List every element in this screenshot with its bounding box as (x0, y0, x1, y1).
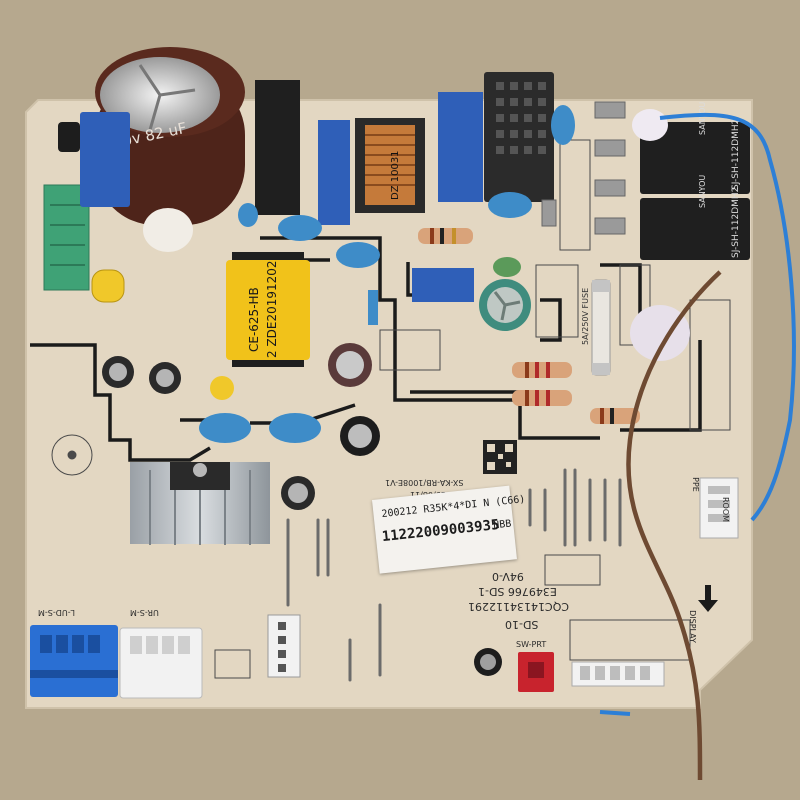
sticker-line1: 200212 R35K*4*DI N (C66) (381, 494, 526, 521)
relay-top-brand: SANYOU (698, 102, 707, 135)
resistors (418, 228, 640, 424)
room-label: ROOM (721, 496, 731, 523)
connector-white-left[interactable] (119, 627, 203, 699)
green-component (493, 257, 521, 277)
qr-code (483, 440, 517, 474)
relay-bottom-label: SJ-SH-112DMH2 (731, 187, 741, 258)
film-capacitor-left (80, 112, 130, 207)
fuse: 5A/250V FUSE (581, 279, 611, 376)
clip-top (632, 109, 668, 141)
connector-red-swprt[interactable] (518, 652, 554, 692)
choke-marking: DZ 10031 (390, 150, 401, 200)
ppe-label: PPE (690, 477, 700, 492)
sd-code-text: SD-10 (505, 618, 539, 631)
connector-blue[interactable] (30, 625, 118, 697)
display-label: DISPLAY (687, 610, 697, 643)
power-module (255, 80, 300, 215)
film-capacitor-middle (412, 268, 474, 302)
film-capacitor-top (318, 120, 350, 225)
model-text: SX-KA-RB/1008E-V1 (385, 478, 464, 487)
yellow-capacitor (91, 269, 125, 303)
small-electrolytics (102, 343, 502, 676)
ul-mark-text: 94V-0 (492, 570, 524, 583)
sticker-suffix: NBB (492, 518, 512, 532)
sw-prt-label: SW-PRT (516, 640, 547, 649)
teal-capacitor (479, 279, 531, 331)
aluminum-heatsink (130, 462, 270, 545)
connector-display[interactable] (571, 661, 665, 687)
relay-top-label: SJ-SH-112DMH2 (731, 119, 741, 190)
sticker-serial: 11222009003935 (381, 516, 501, 546)
brown-wire (626, 270, 722, 781)
barcode-sticker: 200212 R35K*4*DI N (C66) 11222009003935 … (372, 485, 526, 574)
spade-terminals (541, 101, 626, 235)
blue-wire (659, 112, 796, 522)
switching-transformer: CE-625-HB 2 ZDE20191202 (226, 252, 310, 367)
connector-room[interactable] (699, 477, 739, 539)
jumper-wires (286, 468, 622, 682)
common-mode-choke: DZ 10031 (355, 118, 425, 213)
board-code-text: CQC14134112291 (468, 600, 570, 613)
relays: SANYOU SJ-SH-112DMH2 SANYOU SJ-SH-112DMH… (640, 102, 750, 260)
relay-bottom-brand: SANYOU (698, 175, 707, 208)
lr-ud-label: L-UD-S-M (38, 608, 75, 617)
ceramic-capacitors (199, 105, 575, 443)
main-capacitor: 500v 82 uF (95, 47, 245, 225)
varistor-box (484, 72, 554, 202)
silkscreen-outlines (51, 139, 731, 679)
fuse-label: 5A/250V FUSE (581, 288, 590, 345)
film-capacitor-x2 (438, 92, 483, 202)
pcb-board (25, 99, 753, 709)
part-number-text: E349766 SD-1 (478, 585, 557, 598)
connector-cn3[interactable] (267, 614, 301, 678)
rubber-grommet (143, 208, 193, 252)
blue-wire-stub (599, 710, 631, 716)
ur-s-m-label: UR-S-M (130, 608, 159, 617)
clip-right (630, 305, 690, 361)
arrow-marker (698, 585, 718, 612)
small-cap-left (58, 122, 80, 152)
terminal-ridges (50, 204, 85, 266)
transformer-line2: 2 ZDE20191202 (265, 260, 279, 358)
transformer-line1: CE-625-HB (247, 287, 261, 352)
